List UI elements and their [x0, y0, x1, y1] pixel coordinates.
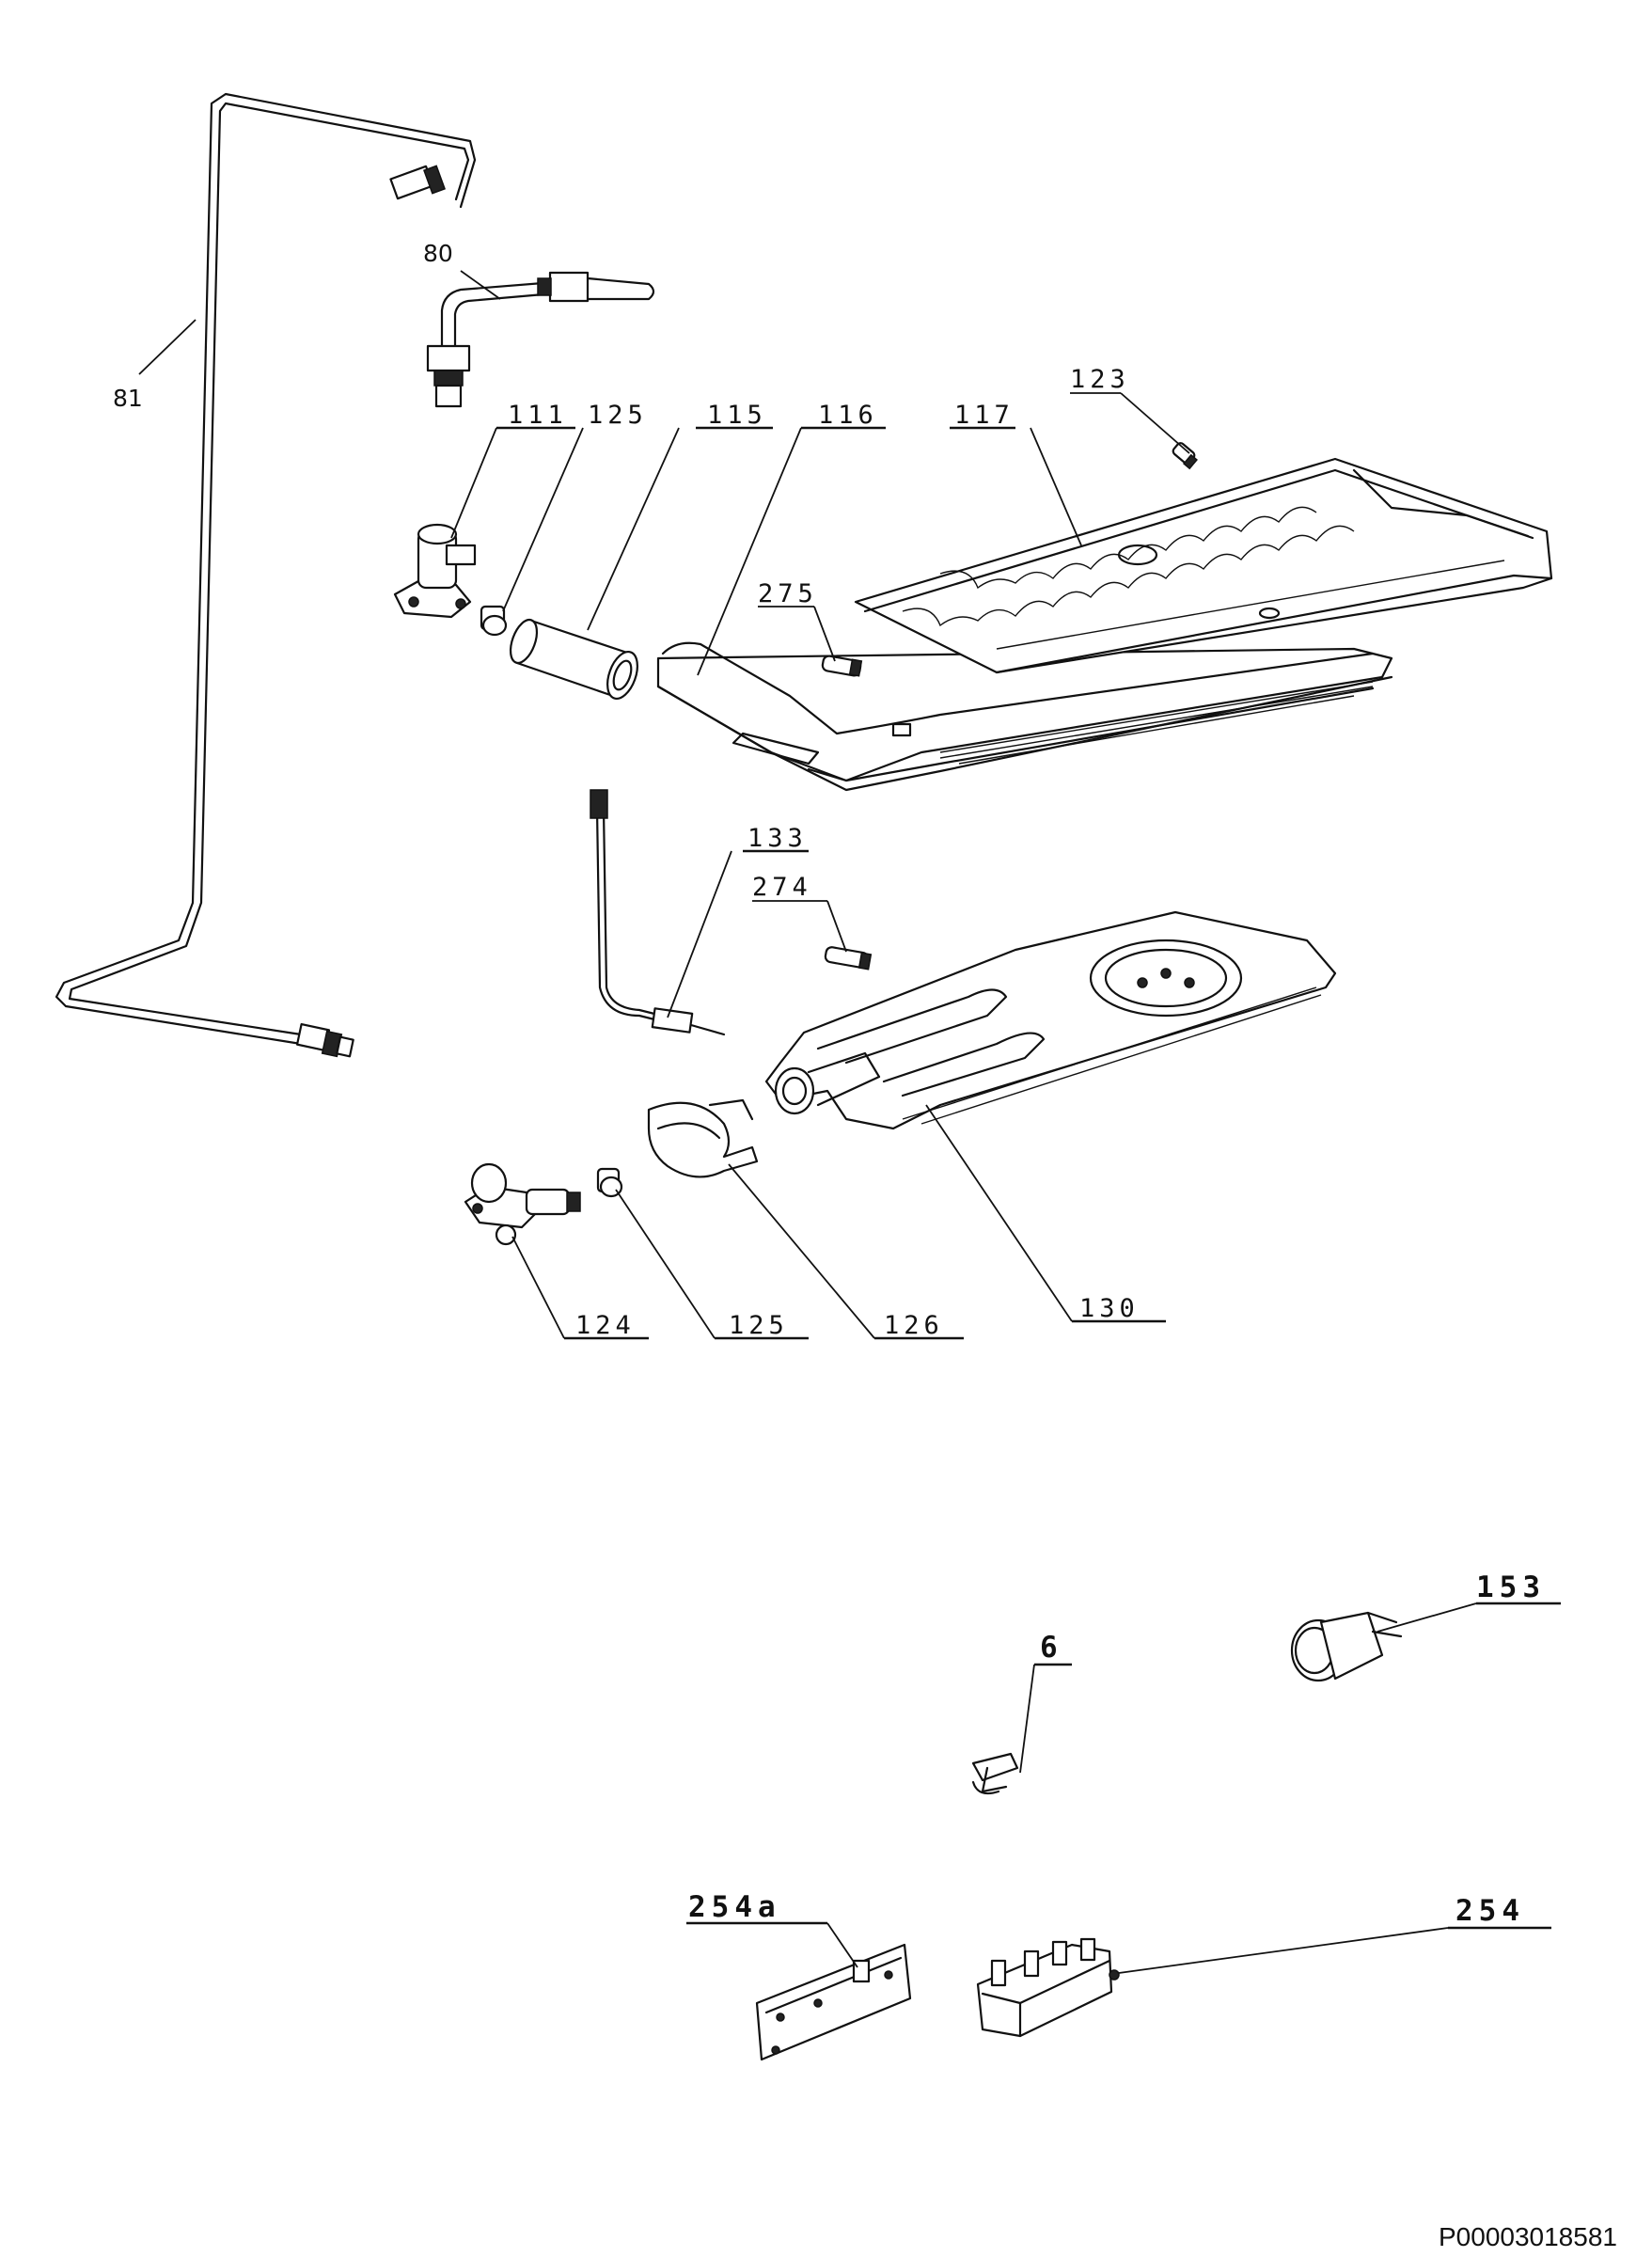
tube-115: [509, 618, 638, 700]
callout-labels: 81 80 111 125 115 116 117 123 275 133 27…: [113, 240, 1546, 1928]
valve-111: [393, 523, 477, 619]
callout-117: 117: [954, 401, 1015, 430]
callout-125-top: 125: [588, 401, 648, 430]
leader-lines: [138, 270, 1561, 1974]
clamp-126: [647, 1098, 759, 1178]
nozzle-125-top: [480, 605, 508, 637]
reference-number: P00003018581: [1439, 2222, 1617, 2251]
callout-130: 130: [1079, 1294, 1140, 1323]
callout-80: 80: [423, 240, 453, 267]
clip-6: [971, 1752, 1019, 1795]
callout-115: 115: [707, 401, 767, 430]
callout-6: 6: [1040, 1631, 1063, 1665]
screw-123: [1172, 442, 1198, 470]
callout-124: 124: [575, 1311, 636, 1340]
callout-123: 123: [1070, 365, 1130, 394]
callout-81: 81: [113, 385, 143, 412]
switch-153: [1290, 1611, 1403, 1682]
callout-153: 153: [1476, 1570, 1546, 1604]
callout-254: 254: [1455, 1894, 1525, 1928]
callout-274: 274: [752, 873, 812, 902]
callout-275: 275: [758, 579, 818, 608]
gas-pipe-80: [426, 271, 655, 408]
burner-130: [764, 910, 1337, 1130]
callout-116: 116: [818, 401, 878, 430]
valve-124: [464, 1162, 581, 1246]
callout-126: 126: [884, 1311, 944, 1340]
grill-plate-117: [854, 457, 1553, 674]
callout-133: 133: [747, 824, 808, 853]
callout-125-lower: 125: [729, 1311, 789, 1340]
gas-pipe-81: [55, 92, 477, 1058]
igniter-254: [976, 1937, 1120, 2038]
burner-116: [656, 641, 1393, 792]
pin-274: [824, 946, 873, 971]
pin-275: [821, 655, 863, 677]
thermocouple-133: [590, 789, 726, 1036]
callout-111: 111: [508, 401, 568, 430]
callout-254a: 254a: [688, 1890, 781, 1924]
bracket-254a: [755, 1943, 912, 2061]
